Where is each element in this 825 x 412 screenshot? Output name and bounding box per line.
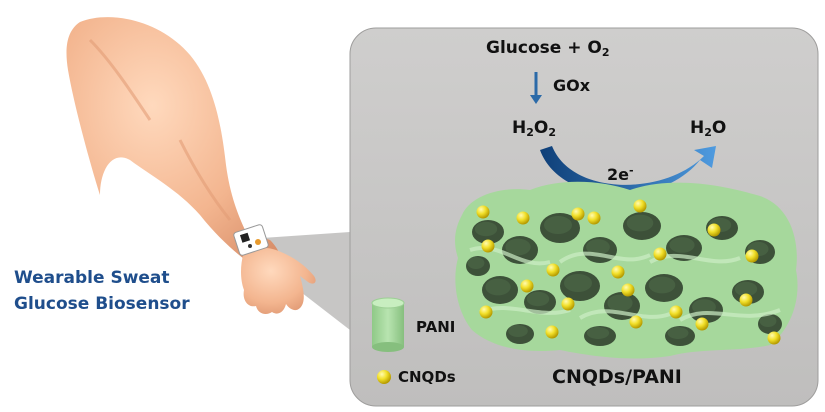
pore-depth	[692, 299, 716, 315]
pore-depth	[759, 315, 777, 327]
pani-strut	[469, 246, 551, 266]
pore-depth	[526, 291, 550, 307]
enzyme-label: GOx	[553, 76, 591, 95]
cnqd-dot	[516, 211, 530, 225]
cnqd-dot	[545, 325, 559, 339]
electrons-label: 2e-	[607, 164, 634, 184]
pore-depth	[586, 327, 610, 339]
pani-strut	[578, 309, 671, 320]
cnqd-dot	[745, 249, 759, 263]
pani-strut	[558, 251, 651, 264]
pani-strut	[678, 308, 781, 322]
upper-arm	[66, 17, 282, 270]
cnqd-dot	[481, 239, 495, 253]
pore-depth	[669, 237, 695, 253]
cnqd-dot	[571, 207, 585, 221]
cnqd-dot	[629, 315, 643, 329]
pore-depth	[607, 294, 633, 312]
cnqd-dot	[707, 223, 721, 237]
cnqd-dot	[520, 279, 534, 293]
cnqd-dot	[479, 305, 493, 319]
pani-legend-label: PANI	[416, 318, 456, 336]
hydrogen-peroxide-label: H2O2	[512, 118, 556, 139]
pore-depth	[505, 238, 531, 256]
pore-depth	[586, 239, 610, 255]
cnqd-dot	[739, 293, 753, 307]
cnqd-dot	[561, 297, 575, 311]
material-label: CNQDs/PANI	[552, 366, 682, 388]
cnqd-dot	[587, 211, 601, 225]
reactants-label: Glucose + O2	[486, 38, 610, 59]
cnqd-dot	[546, 263, 560, 277]
pani-porous-network	[455, 181, 798, 359]
water-label: H2O	[690, 118, 727, 139]
cnqd-dot	[767, 331, 781, 345]
cnqd-dot	[695, 317, 709, 331]
cnqd-legend-icon	[377, 370, 391, 384]
pore-depth	[626, 214, 654, 232]
pore-depth	[485, 278, 511, 296]
pore-depth	[544, 216, 572, 234]
pani-legend-icon	[371, 297, 405, 352]
cnqd-dot	[633, 199, 647, 213]
cnqd-dot	[611, 265, 625, 279]
arm-illustration	[66, 17, 316, 314]
caption-line-1: Wearable Sweat	[14, 268, 170, 288]
enzyme-arrow-head	[530, 95, 542, 104]
cnqd-legend-label: CNQDs	[398, 368, 456, 386]
pore-depth	[508, 325, 528, 337]
pore-depth	[734, 281, 758, 297]
sensor-patch	[233, 224, 269, 256]
cnqd-dot	[669, 305, 683, 319]
pore-depth	[667, 327, 689, 339]
cnqd-dot	[653, 247, 667, 261]
cnqd-dot	[476, 205, 490, 219]
pore-depth	[648, 276, 676, 294]
hand	[241, 247, 316, 314]
pore-depth	[467, 257, 485, 269]
pore-depth	[564, 274, 592, 292]
caption-line-2: Glucose Biosensor	[14, 294, 190, 314]
pore-depth	[474, 221, 498, 237]
cnqd-dot	[621, 283, 635, 297]
